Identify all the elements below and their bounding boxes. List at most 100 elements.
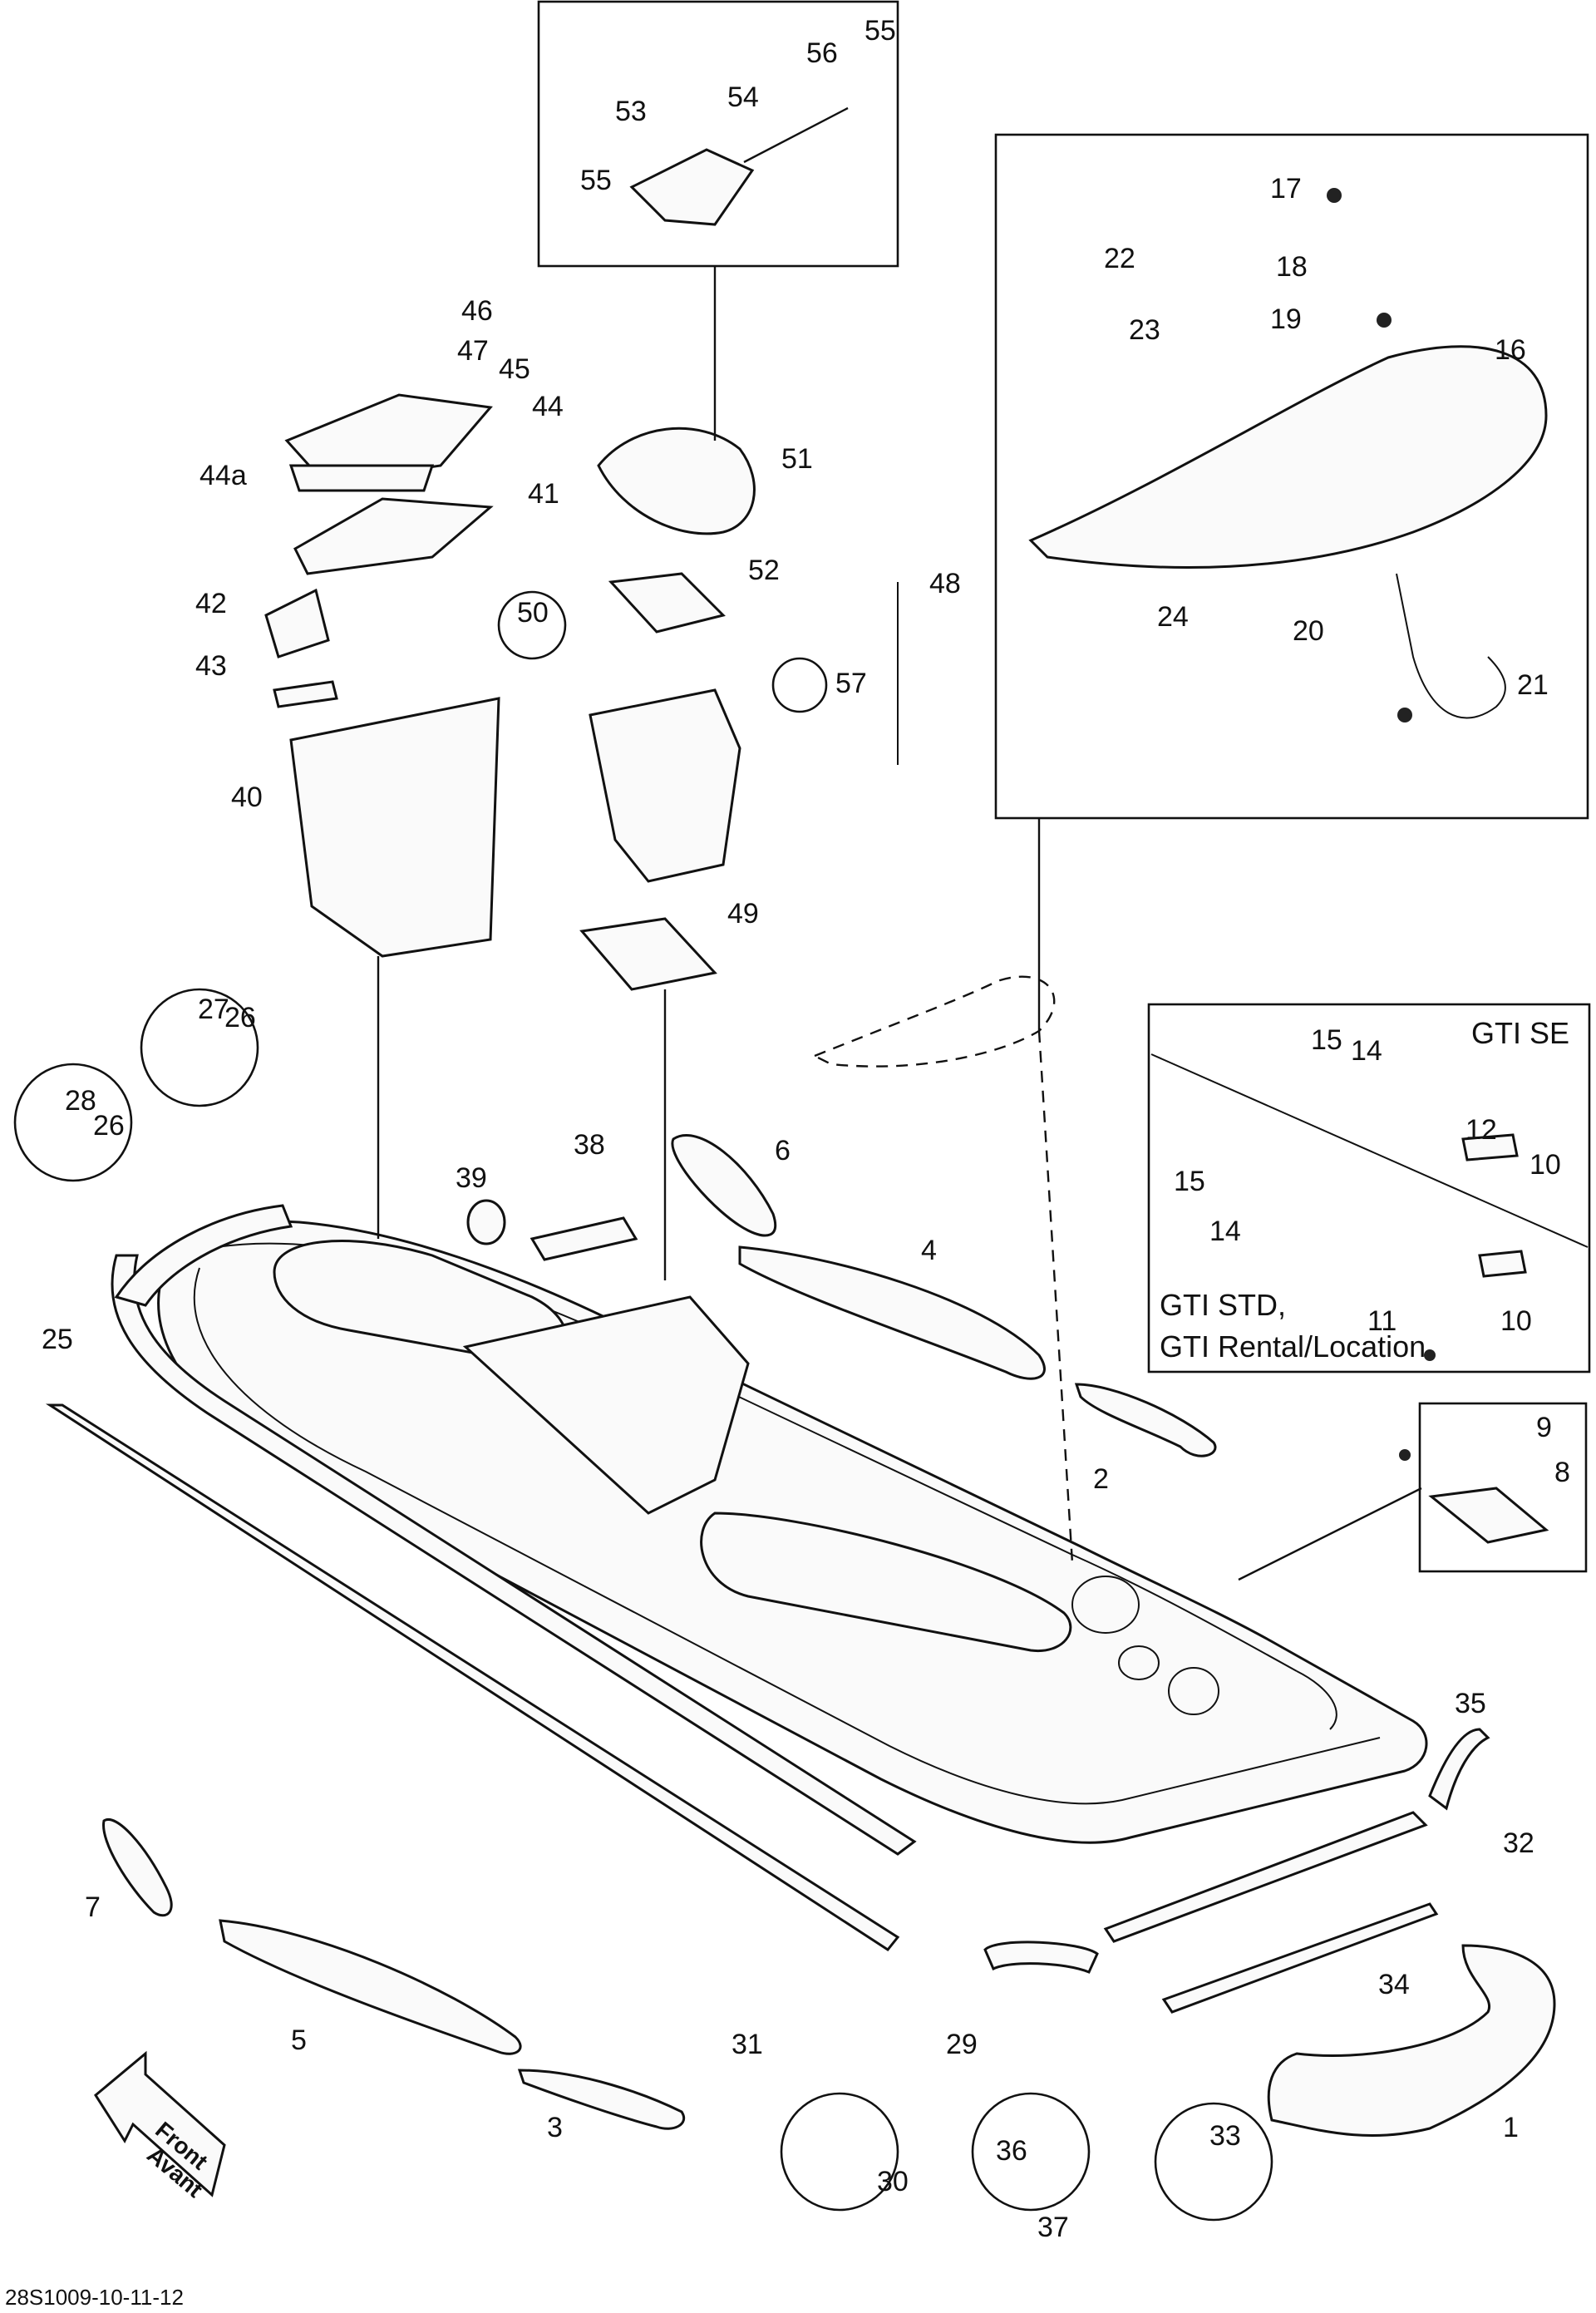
decal-6 bbox=[671, 1134, 777, 1237]
detail-circle-28 bbox=[13, 1063, 133, 1182]
callout-52: 52 bbox=[748, 555, 780, 586]
transom-trim bbox=[983, 1941, 1099, 1974]
callout-9: 9 bbox=[1536, 1412, 1552, 1443]
callout-43: 43 bbox=[195, 650, 227, 682]
callout-15b: 15 bbox=[1174, 1166, 1205, 1197]
detail-circle-57 bbox=[771, 657, 828, 713]
callout-49: 49 bbox=[727, 898, 759, 930]
drawing-reference: 28S1009-10-11-12 bbox=[5, 2285, 184, 2310]
leader-plate bbox=[1238, 1487, 1422, 1581]
callout-3: 3 bbox=[547, 2112, 563, 2143]
callout-28: 28 bbox=[65, 1085, 96, 1117]
strap-43 bbox=[273, 680, 338, 708]
callout-12: 12 bbox=[1465, 1114, 1497, 1146]
callout-47: 47 bbox=[457, 335, 489, 367]
label-gti-se: GTI SE bbox=[1471, 1016, 1569, 1050]
callout-30: 30 bbox=[877, 2166, 909, 2197]
cover-38 bbox=[530, 1216, 638, 1261]
callout-44: 44 bbox=[532, 391, 564, 422]
callout-1: 1 bbox=[1503, 2112, 1519, 2143]
front-direction-arrow: Front Avant bbox=[94, 2050, 226, 2202]
callout-37: 37 bbox=[1037, 2212, 1069, 2243]
hose-21 bbox=[1396, 573, 1506, 719]
gasket-49 bbox=[579, 917, 717, 991]
rubrail-strip-right bbox=[1161, 1902, 1439, 2014]
callout-41: 41 bbox=[528, 478, 559, 510]
callout-45: 45 bbox=[499, 353, 530, 385]
bolt-dot bbox=[1397, 708, 1412, 723]
label-gti-rental: GTI Rental/Location bbox=[1160, 1329, 1426, 1364]
decal-5 bbox=[219, 1919, 522, 2055]
inset-box-plate bbox=[1418, 1402, 1588, 1573]
callout-24: 24 bbox=[1157, 601, 1189, 633]
callout-48: 48 bbox=[929, 568, 961, 599]
callout-4: 4 bbox=[921, 1235, 937, 1266]
callout-20: 20 bbox=[1293, 615, 1324, 647]
callout-10a: 10 bbox=[1530, 1149, 1561, 1181]
callout-19: 19 bbox=[1270, 303, 1302, 335]
callout-15a: 15 bbox=[1311, 1024, 1342, 1056]
callout-54: 54 bbox=[727, 81, 759, 113]
callout-55b: 55 bbox=[580, 165, 612, 196]
seat-dotted-shadow bbox=[812, 975, 1056, 1068]
callout-27: 27 bbox=[198, 994, 229, 1025]
rubrail-strip-left bbox=[45, 1403, 900, 1951]
glovebox-bin bbox=[589, 688, 741, 883]
leader-seat bbox=[1037, 1030, 1074, 1564]
label-gti-std: GTI STD, bbox=[1160, 1288, 1286, 1322]
handle-10b bbox=[1478, 1250, 1527, 1278]
bow-trim bbox=[114, 1204, 293, 1307]
callout-6: 6 bbox=[775, 1135, 791, 1166]
callout-10b: 10 bbox=[1500, 1305, 1532, 1337]
cap-39 bbox=[466, 1199, 506, 1245]
callout-56: 56 bbox=[806, 37, 838, 69]
callout-23: 23 bbox=[1129, 314, 1160, 346]
bolt-dot bbox=[1424, 1349, 1436, 1361]
hull bbox=[157, 1220, 1428, 1844]
inset-box-gti-trim bbox=[1147, 1003, 1591, 1373]
callout-38: 38 bbox=[574, 1129, 605, 1161]
gasket-41 bbox=[293, 497, 494, 575]
callout-25: 25 bbox=[42, 1324, 73, 1355]
callout-36: 36 bbox=[996, 2135, 1027, 2167]
callout-26b: 26 bbox=[93, 1110, 125, 1142]
callout-21: 21 bbox=[1517, 669, 1549, 701]
inset-divider bbox=[1150, 1053, 1589, 1248]
callout-8: 8 bbox=[1554, 1457, 1570, 1488]
callout-31: 31 bbox=[732, 2029, 763, 2060]
callout-7: 7 bbox=[85, 1891, 101, 1923]
callout-57: 57 bbox=[835, 668, 867, 699]
inset-box-seat-handle bbox=[994, 133, 1589, 820]
seat-16 bbox=[1028, 345, 1548, 569]
callout-46: 46 bbox=[461, 295, 493, 327]
detail-circle-30 bbox=[780, 2092, 899, 2212]
corner-trim-rear bbox=[1428, 1728, 1490, 1811]
storage-bin-40 bbox=[289, 697, 500, 958]
callout-33: 33 bbox=[1209, 2120, 1241, 2152]
callout-35: 35 bbox=[1455, 1688, 1486, 1719]
detail-circle-50 bbox=[497, 590, 567, 660]
bolt-dot bbox=[1399, 1449, 1411, 1461]
callout-2: 2 bbox=[1093, 1463, 1109, 1495]
callout-34: 34 bbox=[1378, 1969, 1410, 2000]
callout-44a: 44a bbox=[200, 460, 247, 491]
callout-50: 50 bbox=[517, 597, 549, 629]
callout-53: 53 bbox=[615, 96, 647, 127]
callout-55a: 55 bbox=[864, 15, 896, 47]
callout-39: 39 bbox=[456, 1162, 487, 1194]
gunwale-rail-right bbox=[1103, 1811, 1428, 1943]
gasket-44a bbox=[288, 464, 435, 492]
decal-1-seadoo bbox=[1267, 1944, 1556, 2138]
callout-51: 51 bbox=[781, 443, 813, 475]
decal-3 bbox=[517, 2069, 685, 2130]
glovebox-lid-51 bbox=[597, 427, 756, 535]
detail-circle-33 bbox=[1154, 2102, 1273, 2222]
decal-2 bbox=[1074, 1383, 1217, 1457]
callout-16: 16 bbox=[1495, 334, 1526, 366]
callout-14b: 14 bbox=[1209, 1216, 1241, 1247]
callout-17: 17 bbox=[1270, 173, 1302, 205]
decal-4 bbox=[738, 1245, 1046, 1380]
gasket-52 bbox=[608, 572, 726, 634]
callout-42: 42 bbox=[195, 588, 227, 619]
